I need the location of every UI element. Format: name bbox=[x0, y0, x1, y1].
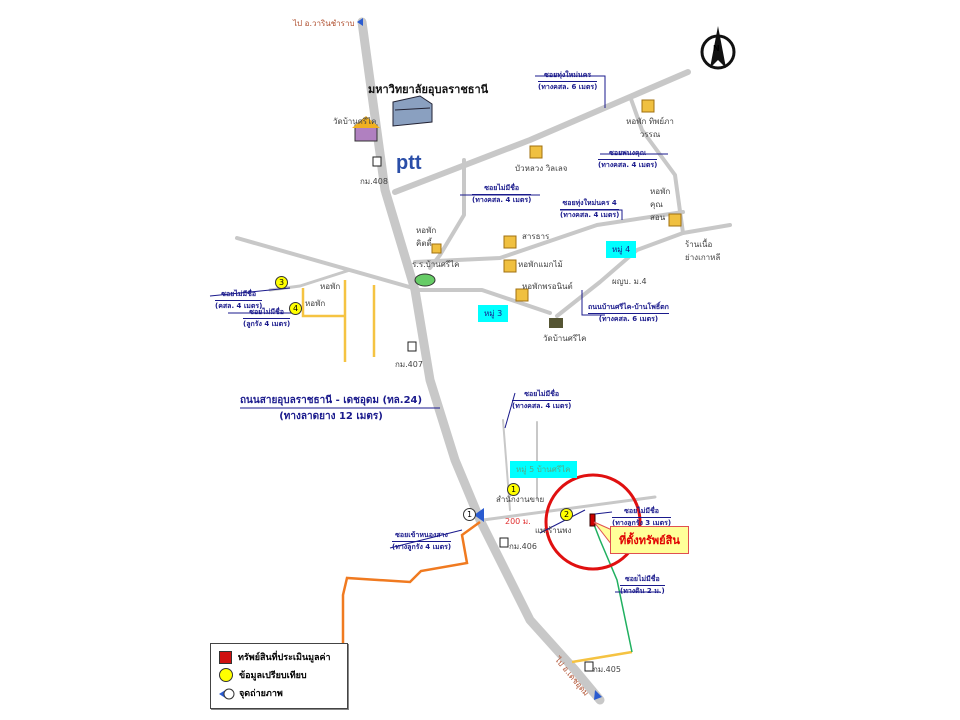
dorm-icon bbox=[431, 243, 442, 254]
road-north-a bbox=[502, 419, 511, 511]
road-label: ถนนบ้านศรีไค-บ้านโพธิ์ตก(ทางคสล. 6 เมตร) bbox=[588, 303, 669, 323]
dorm-icon bbox=[503, 235, 517, 249]
highway-24 bbox=[357, 17, 605, 705]
camera-point-icon bbox=[474, 508, 484, 522]
legend-item: จุดถ่ายภาพ bbox=[219, 684, 347, 702]
dorm-icon bbox=[668, 213, 682, 227]
legend-label: ทรัพย์สินที่ประเมินมูลค่า bbox=[238, 653, 331, 663]
km-post-icon bbox=[407, 341, 417, 352]
road-label: ซอยพนงคุณ(ทางคสล. 4 เมตร) bbox=[598, 149, 658, 169]
temple-icon bbox=[549, 318, 563, 328]
dorm-icon bbox=[529, 145, 543, 159]
place-label: กม.405 bbox=[593, 665, 621, 674]
to-warin-label: ไป อ.วารินชำราบ bbox=[293, 19, 355, 28]
road-sarathan bbox=[413, 210, 685, 264]
university-label: มหาวิทยาลัยอุบลราชธานี bbox=[368, 83, 489, 96]
road-label: ซอยไม่มีชื่อ(ลูกรัง 4 เมตร) bbox=[243, 308, 291, 328]
place-label: หอพัก คิตตี้ bbox=[416, 226, 437, 248]
yellow-circle-icon bbox=[219, 668, 233, 682]
road-label: ซอยเข้าหนองสาง(ทางลูกรัง 4 เมตร) bbox=[392, 531, 452, 551]
dorm-icon bbox=[641, 99, 655, 113]
km-post-icon bbox=[584, 661, 594, 672]
place-label: หอพักแมกไม้ bbox=[518, 260, 563, 269]
place-label: กม.408 bbox=[360, 177, 388, 186]
road-label: ซอยทุ่งใหม่นคร 4(ทางคสล. 4 เมตร) bbox=[560, 199, 620, 219]
place-label: วัดบ้านศรีไค bbox=[543, 334, 587, 343]
road-label: ซอยไม่มีชื่อ(ทางลูกรัง 3 เมตร) bbox=[612, 507, 672, 527]
place-label: สำนักงานขาย bbox=[496, 495, 545, 504]
place-label: ร.ร.บ้านศรีไค bbox=[412, 260, 460, 269]
direction-pin-icon bbox=[594, 690, 602, 700]
km-post-icon bbox=[499, 537, 509, 548]
dorm-icon bbox=[503, 259, 517, 273]
road-village-4 bbox=[555, 223, 732, 318]
temple-icon bbox=[352, 116, 380, 142]
ptt-logo: ptt bbox=[396, 152, 422, 174]
place-label: กม.407 bbox=[395, 360, 423, 369]
school-icon bbox=[414, 273, 436, 287]
direction-pin-icon bbox=[357, 18, 363, 26]
road-label: ซอยไม่มีชื่อ(ทางคสล. 4 เมตร) bbox=[472, 184, 532, 204]
legend: ทรัพย์สินที่ประเมินมูลค่า ข้อมูลเปรียบเท… bbox=[210, 643, 348, 709]
legend-label: จุดถ่ายภาพ bbox=[239, 689, 283, 699]
km-post-icon bbox=[372, 156, 382, 167]
place-label: สารธาร bbox=[522, 232, 550, 241]
university-building-icon bbox=[392, 95, 433, 127]
road-label: ซอยไม่มีชื่อ(ทางดิน 2 ม.) bbox=[620, 575, 665, 595]
place-label: หอพัก ทิพย์ภาวรรณ bbox=[626, 117, 674, 139]
orange-road bbox=[341, 520, 481, 645]
place-label: บัวหลวง วิลเลจ bbox=[515, 164, 568, 173]
legend-item: ข้อมูลเปรียบเทียบ bbox=[219, 666, 347, 684]
green-path bbox=[592, 521, 633, 653]
compass-label: N bbox=[713, 44, 720, 53]
place-label: หอพัก bbox=[305, 299, 326, 308]
property-location-callout: ที่ตั้งทรัพย์สิน bbox=[610, 526, 689, 554]
village-label-moo4: หมู่ 4 bbox=[606, 241, 637, 258]
compass-icon bbox=[700, 26, 736, 70]
village-label-bottom: หมู่ 5 บ้านศรีไค bbox=[510, 461, 577, 478]
comparison-marker-4: 4 bbox=[289, 302, 302, 315]
red-square-icon bbox=[219, 650, 232, 664]
photo-point-1: 1 bbox=[463, 508, 476, 521]
place-label: ร้านเนื้อ ย่างเกาหลี bbox=[685, 240, 721, 262]
road-east bbox=[629, 97, 685, 235]
legend-label: ข้อมูลเปรียบเทียบ bbox=[239, 671, 307, 681]
place-label: กม.406 bbox=[509, 542, 537, 551]
highway-label: ถนนสายอุบลราชธานี - เดชอุดม (ทล.24)(ทางล… bbox=[240, 395, 423, 422]
road-label: ซอยทุ่งใหม่นคร(ทางคสล. 6 เมตร) bbox=[538, 71, 598, 91]
yellow-road-4 bbox=[571, 650, 633, 664]
property-highlight-circle bbox=[544, 473, 642, 571]
comparison-marker-2: 2 bbox=[560, 508, 573, 521]
place-label: แพ.ร้านพง bbox=[535, 526, 572, 535]
road-label: ซอยไม่มีชื่อ(คสล. 4 เมตร) bbox=[215, 290, 263, 310]
dorm-icon bbox=[515, 288, 529, 302]
place-label: ผญบ. ม.4 bbox=[612, 277, 647, 286]
comparison-marker-3: 3 bbox=[275, 276, 288, 289]
village-label-moo3: หมู่ 3 bbox=[478, 305, 509, 322]
distance-label: 200 ม. bbox=[505, 517, 531, 526]
yellow-road-1 bbox=[301, 288, 345, 318]
place-label: หอพัก bbox=[320, 282, 341, 291]
property-marker bbox=[589, 513, 596, 527]
camera-point-icon bbox=[219, 688, 235, 700]
road-label: ซอยไม่มีชื่อ(ทางคสล. 4 เมตร) bbox=[512, 390, 572, 410]
place-label: หอพักพรอนินต์ bbox=[522, 282, 573, 291]
legend-item: ทรัพย์สินที่ประเมินมูลค่า bbox=[219, 648, 347, 666]
place-label: หอพัก คุณสอน bbox=[650, 187, 671, 222]
comparison-marker-1: 1 bbox=[507, 483, 520, 496]
road-ne bbox=[392, 69, 691, 195]
place-label: วัดบ้านศรีไค bbox=[333, 117, 377, 126]
